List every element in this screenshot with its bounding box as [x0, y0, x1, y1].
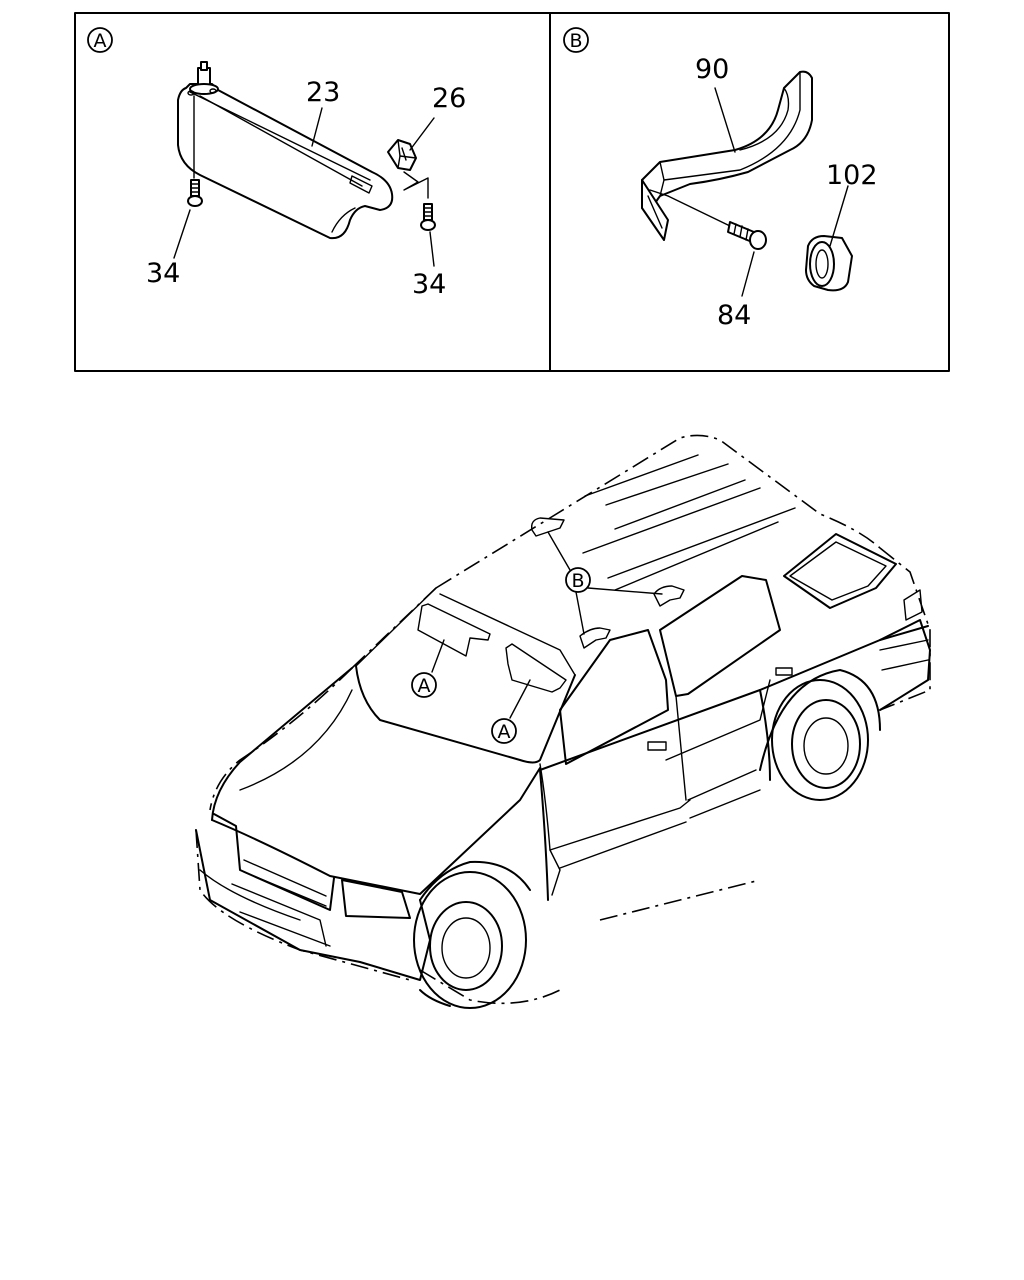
panel-a: A: [87, 27, 466, 300]
cap-102: [805, 235, 853, 292]
svg-text:B: B: [571, 570, 584, 592]
panel-frame: [74, 12, 950, 372]
callout-34-right: 34: [412, 269, 446, 300]
leader-26: [409, 117, 435, 151]
leader-34-left: [173, 209, 191, 259]
panel-b: B 90 102: [563, 27, 878, 331]
screw-34-right: [420, 203, 436, 231]
svg-text:A: A: [418, 675, 431, 697]
vehicle-illustration: [195, 434, 931, 1009]
callout-34-left: 34: [146, 258, 180, 289]
vehicle-marker-b: B: [547, 531, 663, 635]
callout-90: 90: [695, 54, 729, 85]
leader-102: [829, 185, 849, 247]
leader-23: [311, 107, 323, 147]
panel-b-label: B: [569, 30, 582, 52]
callout-26: 26: [432, 83, 466, 114]
panel-b-badge: [563, 27, 589, 53]
callout-102: 102: [826, 160, 878, 191]
panel-a-label: A: [94, 30, 107, 52]
callout-84: 84: [717, 300, 751, 331]
sun-visor-illustration: [177, 61, 394, 240]
leader-34-right: [429, 231, 435, 267]
vehicle-marker-a-2: A: [491, 679, 531, 744]
callout-23: 23: [306, 77, 340, 108]
clip-26: [387, 139, 429, 199]
screw-84: [667, 195, 767, 250]
leader-90: [714, 87, 736, 153]
panel-a-badge: [87, 27, 113, 53]
leader-84: [741, 251, 755, 297]
svg-text:A: A: [498, 721, 511, 743]
vehicle-marker-a-1: A: [411, 639, 445, 698]
screw-34-left: [187, 179, 203, 207]
assist-grip-illustration: [641, 70, 813, 241]
